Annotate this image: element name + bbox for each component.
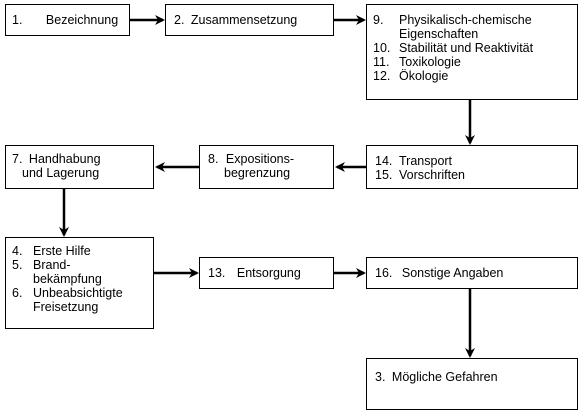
num-1: 1. xyxy=(12,13,23,27)
item-8: 8. Expositions- xyxy=(208,152,294,166)
label-stabilitaet: Stabilität und Reaktivität xyxy=(399,41,534,55)
label-brand: Brand- xyxy=(33,258,71,272)
label-lagerung: und Lagerung xyxy=(22,166,100,180)
label-toxikologie: Toxikologie xyxy=(399,55,461,69)
item-9: 9. Physikalisch-chemische Eigenschaften xyxy=(373,13,573,41)
label-eigenschaften: Eigenschaften xyxy=(399,27,479,41)
box-properties: 9. Physikalisch-chemische Eigenschaften … xyxy=(366,4,578,100)
item-5: 5. Brand- bekämpfung xyxy=(12,258,152,286)
label-physikalisch: Physikalisch-chemische xyxy=(399,13,532,27)
label-sonstige: Sonstige Angaben xyxy=(401,266,504,280)
num-15: 15. xyxy=(375,168,393,182)
label-freisetzung: Freisetzung xyxy=(33,300,99,314)
item-10: 10. Stabilität und Reaktivität xyxy=(373,41,573,55)
box-bezeichnung: 1. Bezeichnung xyxy=(5,4,130,36)
num-14: 14. xyxy=(375,154,393,168)
label-unbeabsichtigte: Unbeabsichtigte xyxy=(33,286,123,300)
num-6: 6. xyxy=(12,286,23,300)
num-10: 10. xyxy=(373,41,391,55)
box-entsorgung: 13. Entsorgung xyxy=(199,257,334,289)
num-3: 3. xyxy=(375,370,386,384)
label-expositions: Expositions- xyxy=(225,152,295,166)
num-5: 5. xyxy=(12,258,23,272)
num-7: 7. xyxy=(12,152,23,166)
box-gefahren: 3. Mögliche Gefahren xyxy=(366,358,578,410)
label-zusammensetzung: Zusammensetzung xyxy=(190,13,298,27)
num-2: 2. xyxy=(174,13,185,27)
label-oekologie: Ökologie xyxy=(399,69,449,83)
label-vorschriften: Vorschriften xyxy=(399,168,466,182)
label-transport: Transport xyxy=(399,154,453,168)
item-11: 11. Toxikologie xyxy=(373,55,573,69)
label-erste-hilfe: Erste Hilfe xyxy=(33,244,91,258)
num-8: 8. xyxy=(208,152,219,166)
num-9: 9. xyxy=(373,13,384,27)
num-13: 13. xyxy=(208,266,226,280)
num-12: 12. xyxy=(373,69,391,83)
num-11: 11. xyxy=(373,55,390,69)
box-exposition: 8. Expositions- begrenzung xyxy=(199,145,334,189)
item-6: 6. Unbeabsichtigte Freisetzung xyxy=(12,286,152,314)
box-transport: 14. Transport 15. Vorschriften xyxy=(366,145,578,189)
item-15: 15. Vorschriften xyxy=(375,168,465,182)
box-sonstige: 16. Sonstige Angaben xyxy=(366,257,578,289)
label-entsorgung: Entsorgung xyxy=(236,266,301,280)
item-14: 14. Transport xyxy=(375,154,465,168)
label-gefahren: Mögliche Gefahren xyxy=(391,370,498,384)
label-bekaempfung: bekämpfung xyxy=(33,272,102,286)
box-handhabung: 7. Handhabung und Lagerung xyxy=(5,145,154,189)
item-7: 7. Handhabung xyxy=(12,152,101,166)
label-bezeichnung: Bezeichnung xyxy=(45,13,119,27)
num-4: 4. xyxy=(12,244,23,258)
label-handhabung: Handhabung xyxy=(28,152,101,166)
box-zusammensetzung: 2. Zusammensetzung xyxy=(165,4,334,36)
label-begrenzung: begrenzung xyxy=(224,166,291,180)
box-emergency: 4. Erste Hilfe 5. Brand- bekämpfung 6. U… xyxy=(5,237,154,329)
item-4: 4. Erste Hilfe xyxy=(12,244,152,258)
num-16: 16. xyxy=(375,266,393,280)
item-12: 12. Ökologie xyxy=(373,69,573,83)
